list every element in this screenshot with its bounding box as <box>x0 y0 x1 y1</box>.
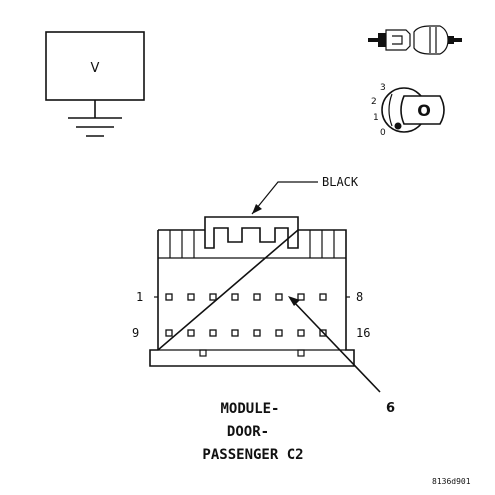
pin-top-cavity <box>187 293 195 301</box>
pin-bottom-cavity <box>187 329 195 337</box>
connector-name-line-3: PASSENGER C2 <box>202 447 303 463</box>
pin-label-9: 9 <box>132 326 139 340</box>
connector-housing <box>149 229 355 367</box>
pin-bottom-cavity <box>275 329 283 337</box>
pin-top-cavity <box>297 293 305 301</box>
pin-bottom-cavity <box>165 329 173 337</box>
housing-color-callout: BLACK <box>251 175 359 215</box>
key-position-1: 1 <box>373 113 379 123</box>
pin-top-cavity <box>165 293 173 301</box>
pin-callout-arrow <box>288 296 381 393</box>
figure-id: 8136d901 <box>432 477 471 486</box>
pin-bottom-cavity <box>253 329 261 337</box>
pin-top-cavity <box>231 293 239 301</box>
ignition-key-icon: 3 2 1 0 O <box>371 83 445 138</box>
pin-label-8: 8 <box>356 290 363 304</box>
pin-row-top <box>165 293 327 301</box>
key-position-3: 3 <box>380 83 386 93</box>
callout-pin-number: 6 <box>386 401 395 416</box>
housing-color-label: BLACK <box>322 175 359 189</box>
pin-top-cavity <box>319 293 327 301</box>
pin-top-cavity <box>209 293 217 301</box>
pin-label-1: 1 <box>136 290 143 304</box>
connector-face <box>149 216 355 367</box>
voltmeter-label: V <box>91 61 100 76</box>
pin-row-bottom <box>165 329 327 337</box>
connector-name-line-1: MODULE- <box>220 401 279 417</box>
voltmeter-ground-symbol: V <box>45 31 145 137</box>
pin-label-16: 16 <box>356 326 370 340</box>
pin-bottom-cavity <box>297 329 305 337</box>
connector-latch <box>204 216 299 249</box>
connector-name-line-2: DOOR- <box>227 424 269 440</box>
key-position-0: 0 <box>380 128 386 138</box>
connector-disconnect-icon <box>368 25 462 55</box>
pin-bottom-cavity <box>209 329 217 337</box>
pin-bottom-cavity <box>319 329 327 337</box>
pin-bottom-cavity <box>231 329 239 337</box>
pin-top-cavity <box>253 293 261 301</box>
pin-top-cavity <box>275 293 283 301</box>
key-head-label: O <box>417 101 431 120</box>
key-position-2: 2 <box>371 97 377 107</box>
